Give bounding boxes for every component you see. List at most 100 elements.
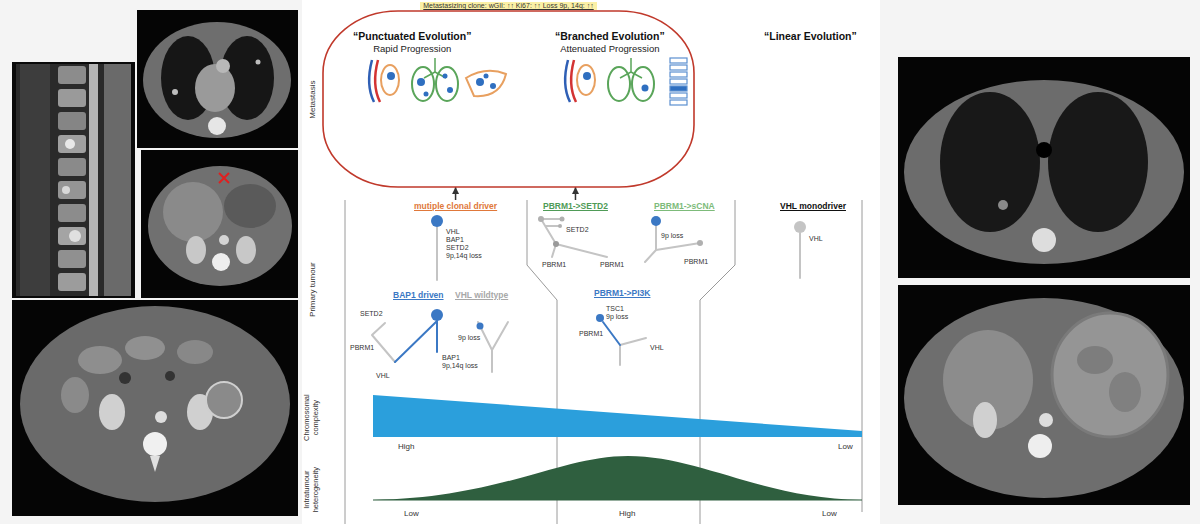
mri-spine-image-part [58, 181, 86, 199]
column-frame-part [862, 200, 863, 512]
ct-abdomen-small-image-part [224, 184, 276, 228]
ct-chest-right-image-part [1048, 92, 1148, 232]
phylogenetic-tree-part [477, 323, 484, 330]
progression-arrow [452, 187, 459, 200]
mri-spine-image-part [58, 89, 86, 107]
complexity-wedge-part [373, 395, 862, 437]
phylogenetic-tree-part [603, 322, 620, 345]
ct-abdomen-right-image-part [973, 402, 997, 438]
metastasis-icons-part [436, 67, 458, 101]
metastasis-icons [369, 58, 687, 105]
gene-label: 9p loss [458, 334, 480, 342]
metastasis-icons-part [583, 72, 591, 80]
ct-abdomen-small-image-part [163, 182, 223, 242]
ellipse-outline-path [323, 11, 694, 187]
ct-abdomen-small-image-part [219, 235, 229, 245]
phylogenetic-tree-part [697, 240, 703, 246]
ct-abdomen-large-image-part [206, 382, 242, 418]
ct-chest-right-image-part [998, 200, 1008, 210]
heterogeneity-curve-part [373, 500, 862, 501]
metastasis-icons-part [381, 65, 399, 95]
mri-spine-image-part [62, 186, 70, 194]
mri-spine-image-part [58, 250, 86, 268]
gene-label: 9p loss [661, 232, 683, 240]
node-title: PBRM1->SETD2 [543, 201, 608, 211]
complexity-wedge [373, 395, 862, 437]
axis-label: Primary tumour [308, 262, 317, 317]
gene-label: PBRM1 [600, 261, 624, 269]
metastasis-icons-part [375, 60, 380, 102]
heterogeneity-curve-part [373, 456, 862, 500]
progression-arrow [572, 187, 579, 200]
phylogenetic-tree-part [645, 226, 700, 262]
metastasis-icons-part [577, 65, 595, 95]
figure-panel-part [302, 0, 880, 524]
node-title: “Linear Evolution” [764, 30, 857, 43]
metastasis-icons-part [565, 60, 570, 102]
metastasis-icons-part [484, 74, 489, 79]
mri-spine-image-part [58, 273, 86, 291]
axis-label: Intratumour heterogeneity [303, 463, 320, 517]
ct-abdomen-small-image-part [148, 166, 292, 286]
mri-spine-image-part [58, 158, 86, 176]
phylogenetic-tree-part [620, 338, 646, 365]
phylogenetic-tree [372, 215, 806, 372]
mri-spine-image-part [58, 227, 86, 245]
scale-label: High [619, 509, 635, 518]
gene-label: PBRM1 [542, 261, 566, 269]
gene-label: VHL [376, 372, 390, 380]
phylogenetic-tree-part [541, 219, 607, 257]
metastasis-icons-part [369, 60, 374, 102]
phylogenetic-tree-part [651, 216, 661, 226]
ct-abdomen-right-image-part [1109, 372, 1141, 412]
gene-label: VHL [809, 235, 823, 243]
ct-abdomen-large-image-part [99, 394, 125, 430]
ct-chest-image-part [143, 22, 291, 138]
ct-abdomen-small-image-part [236, 236, 256, 264]
metastasis-icons-part [670, 93, 687, 98]
phylogenetic-tree-part [372, 323, 395, 362]
node-title: BAP1 driven [393, 290, 444, 300]
ct-abdomen-large-image-part [125, 336, 165, 360]
mri-spine-image-part [20, 64, 50, 296]
ct-chest-image-part [256, 60, 261, 65]
evolution-heading: “Branched Evolution”Attenuated Progressi… [553, 29, 667, 55]
ct-abdomen-large-image-part [177, 340, 213, 364]
mri-spine-image-part [58, 135, 86, 153]
ct-abdomen-large-image-part [20, 306, 290, 502]
ct-abdomen-large-image-part [165, 371, 175, 381]
ct-chest-image-part [172, 89, 178, 95]
gene-label: SETD2 [360, 310, 383, 318]
metastasis-icons-part [412, 67, 434, 101]
phylogenetic-tree-part [553, 241, 559, 247]
ct-chest-image [137, 10, 298, 148]
ct-abdomen-right-image-part [1039, 413, 1053, 427]
column-frame-part [345, 200, 346, 524]
ct-chest-right-image-part [1036, 142, 1052, 158]
ct-abdomen-right-image-part [904, 298, 1184, 498]
phylogenetic-tree-part [431, 309, 443, 321]
mri-spine-image-part [58, 66, 86, 84]
evolution-heading: “Punctuated Evolution”Rapid Progression [351, 29, 473, 55]
gene-label: VHL [446, 228, 460, 236]
metastasis-icons-part [490, 83, 496, 89]
node-title: PBRM1->sCNA [654, 201, 715, 211]
subtype-heading: BAP1 driven [391, 289, 446, 301]
evolution-heading: “Linear Evolution” [762, 29, 859, 44]
mri-spine-image-part [58, 204, 86, 222]
arrow-head [452, 187, 459, 194]
scale-label: Low [822, 509, 837, 518]
subtype-heading: mutiple clonal driver [412, 200, 499, 212]
ct-chest-right-image-part [898, 57, 1190, 278]
ct-abdomen-large-image-part [143, 432, 167, 456]
gene-label: BAP1 [442, 354, 460, 362]
mri-spine-image-part [69, 230, 81, 242]
metastasis-icons-part [670, 79, 687, 84]
metastasis-icons-part [447, 87, 453, 93]
ct-chest-image-part [208, 117, 226, 135]
ct-abdomen-right-image-part [1052, 313, 1168, 437]
metastasis-icons-part [443, 74, 448, 79]
ct-abdomen-large-image-part [61, 377, 89, 413]
gene-label: SETD2 [446, 244, 469, 252]
ct-chest-image-part [137, 10, 298, 148]
